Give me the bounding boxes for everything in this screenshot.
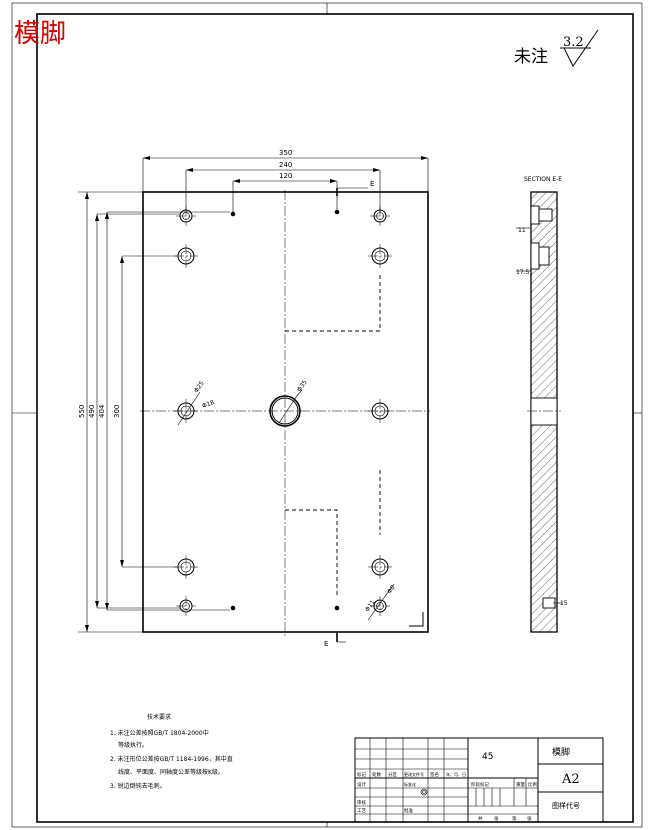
counterbore-hole bbox=[368, 399, 392, 423]
tech-heading: 技术要求 bbox=[147, 713, 171, 721]
svg-text:E: E bbox=[324, 640, 328, 648]
counterbore-hole bbox=[176, 596, 196, 616]
tech-item: 等级执行。 bbox=[118, 741, 148, 749]
svg-text:比例: 比例 bbox=[528, 781, 537, 788]
svg-text:处数: 处数 bbox=[372, 771, 381, 778]
left-dimensions: 550 490 404 300 bbox=[78, 192, 230, 632]
section-dim-17-5: 17.5 bbox=[516, 269, 530, 276]
svg-text:更改文件号: 更改文件号 bbox=[404, 771, 424, 777]
dim-height-490: 490 bbox=[88, 405, 96, 418]
svg-text:标记: 标记 bbox=[357, 771, 366, 778]
section-cut-mark-top: E bbox=[336, 180, 374, 196]
pin-hole bbox=[230, 605, 236, 611]
section-dim-15: 15 bbox=[560, 600, 568, 607]
tech-requirements: 技术要求 1. 未注公差按照GB/T 1804-2000中 等级执行。 2. 未… bbox=[110, 713, 233, 790]
svg-text:设计: 设计 bbox=[357, 781, 366, 788]
inner-frame bbox=[36, 13, 634, 823]
center-hole bbox=[269, 395, 301, 427]
sheet-size: A2 bbox=[561, 772, 580, 787]
section-cut-mark-bottom: E bbox=[324, 632, 346, 648]
svg-text:阶段标记: 阶段标记 bbox=[471, 781, 489, 788]
svg-text:批准: 批准 bbox=[404, 807, 413, 814]
svg-text:审核: 审核 bbox=[357, 799, 366, 806]
surface-finish-symbol: 未注 3.2 bbox=[514, 29, 599, 67]
dim-dia-25: Φ25 bbox=[193, 380, 206, 394]
dim-height-550: 550 bbox=[78, 405, 86, 418]
counterbore-hole bbox=[174, 391, 201, 426]
pin-hole bbox=[230, 211, 236, 217]
counterbore-hole bbox=[368, 555, 392, 579]
svg-text:第: 第 bbox=[512, 815, 517, 822]
section-view-label: SECTION E-E bbox=[524, 176, 562, 183]
dim-dia-35: Φ35 bbox=[296, 379, 309, 393]
svg-text:工艺: 工艺 bbox=[357, 808, 366, 814]
section-view: SECTION E-E 11 17.5 15 bbox=[516, 176, 568, 633]
counterbore-hole bbox=[367, 583, 395, 621]
main-view: Φ35 Φ25 Φ18 bbox=[78, 149, 430, 648]
drawing-number-label: 图样代号 bbox=[552, 801, 580, 810]
pin-hole bbox=[334, 209, 340, 215]
dim-width-120: 120 bbox=[279, 172, 292, 180]
svg-text:重量: 重量 bbox=[516, 781, 525, 788]
dim-height-300: 300 bbox=[113, 405, 121, 418]
tech-item: 3. 锐边倒钝去毛刺。 bbox=[110, 782, 166, 790]
material: 45 bbox=[482, 752, 493, 762]
pin-hole bbox=[334, 605, 340, 611]
svg-text:标准化: 标准化 bbox=[404, 781, 416, 787]
svg-text:张: 张 bbox=[494, 815, 499, 822]
tech-item: 2. 未注形位公差按GB/T 1184-1996，其中直 bbox=[110, 755, 233, 763]
dim-dia-8: Φ8 bbox=[386, 584, 397, 595]
dim-width-240: 240 bbox=[279, 161, 292, 169]
title-block: 标记 处数 分区 更改文件号 签名 年、月、日 设计 标准化 审核 工艺 批准 … bbox=[354, 737, 604, 823]
svg-text:张: 张 bbox=[527, 815, 532, 822]
counterbore-hole bbox=[368, 244, 392, 268]
tech-item: 1. 未注公差按照GB/T 1804-2000中 bbox=[110, 729, 209, 737]
dim-dia-18: Φ18 bbox=[201, 399, 215, 410]
section-dim-11: 11 bbox=[518, 227, 526, 234]
svg-text:分区: 分区 bbox=[388, 771, 397, 778]
dim-width-350: 350 bbox=[279, 149, 292, 157]
tech-item: 线度、平面度、同轴度公差等级按K级。 bbox=[118, 768, 224, 776]
surface-finish-label: 未注 bbox=[514, 47, 548, 67]
svg-text:E: E bbox=[370, 180, 374, 188]
plate-outline bbox=[142, 191, 429, 633]
top-dimensions: 350 240 120 bbox=[142, 149, 429, 212]
dim-height-404: 404 bbox=[98, 404, 106, 418]
svg-text:年、月、日: 年、月、日 bbox=[446, 771, 466, 777]
part-name: 模脚 bbox=[552, 747, 570, 758]
svg-text:签名: 签名 bbox=[430, 771, 439, 778]
svg-text:共: 共 bbox=[478, 815, 483, 822]
surface-finish-value: 3.2 bbox=[563, 35, 584, 50]
title-stamp: 模脚 bbox=[14, 19, 66, 49]
